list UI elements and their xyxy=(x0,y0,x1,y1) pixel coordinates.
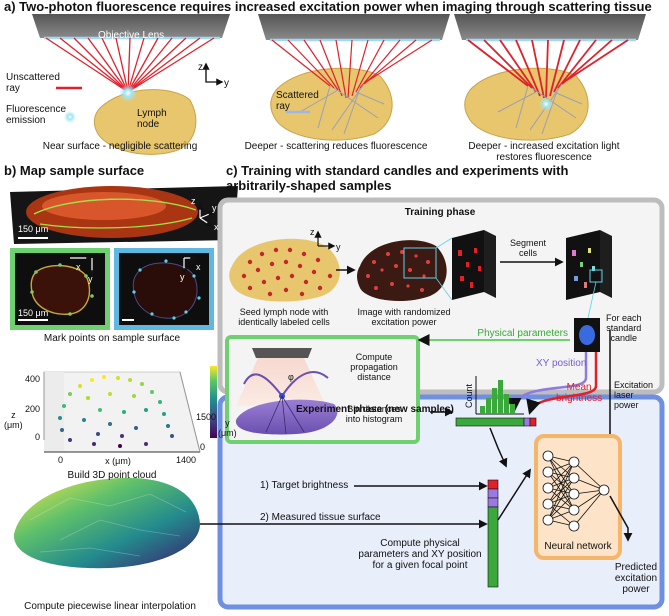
objective-lens xyxy=(32,14,230,38)
scale-bar-label-1: 150 μm xyxy=(18,224,49,234)
slice-axis-y-1: y xyxy=(88,274,93,284)
arrow-mean-brightness xyxy=(526,352,598,415)
axis-y-label: y xyxy=(224,78,229,89)
panel-a-scene-3 xyxy=(454,14,646,141)
panel-a-title: a) Two-photon fluorescence requires incr… xyxy=(4,0,652,14)
fluorescence-label: Fluorescence emission xyxy=(6,104,67,127)
count-label: Count xyxy=(464,383,474,408)
axis-z-label: z xyxy=(198,62,203,73)
legend-glow xyxy=(64,111,76,123)
focal-glow xyxy=(119,84,137,102)
standard-candle-label: For each standard candle xyxy=(606,313,642,344)
experiment-feature-vector xyxy=(487,479,499,588)
unscattered-label: Unscattered ray xyxy=(6,72,60,95)
slice-axis-x-1: x xyxy=(76,262,81,272)
point-cloud-plot xyxy=(43,366,217,453)
scale-bar-label-2: 150 μm xyxy=(18,308,49,318)
plot-x-label: x (μm) xyxy=(105,456,131,466)
mark-points-caption: Mark points on sample surface xyxy=(43,333,181,344)
physical-params-label: Physical parameters xyxy=(477,328,568,339)
unscattered-rays xyxy=(45,37,215,93)
render-axis-z: z xyxy=(191,196,196,206)
propagation-diagram xyxy=(235,348,338,435)
panel-a-scene-1 xyxy=(32,14,230,155)
slice-axes xyxy=(70,254,198,278)
caption-scene-2: Deeper - scattering reduces fluorescence xyxy=(244,141,428,152)
arrow-vector-to-nn xyxy=(489,427,508,468)
predicted-power-label: Predicted excitation power xyxy=(614,562,658,596)
plot-z-label: z (μm) xyxy=(4,410,23,431)
arrow-exp-to-nn xyxy=(497,468,531,521)
panel-b-title: b) Map sample surface xyxy=(4,163,145,178)
y-tick-1500: 1500 xyxy=(196,412,217,422)
histogram xyxy=(475,376,524,415)
seeded-lymph-node xyxy=(229,238,340,302)
z-tick-0: 0 xyxy=(34,432,40,442)
nn-graph xyxy=(542,450,610,532)
image-caption: Image with randomized excitation power xyxy=(357,307,451,328)
arrow-prediction xyxy=(609,495,633,542)
volume-block-2 xyxy=(566,230,612,300)
feature-vector-row xyxy=(455,417,537,427)
panel-c-title: c) Training with standard candles and ex… xyxy=(226,163,569,193)
phi-label: φ xyxy=(288,372,294,382)
x-tick-1400: 1400 xyxy=(176,455,197,465)
imaged-node xyxy=(357,240,447,302)
segment-label: Segment cells xyxy=(509,238,547,259)
scattered-label: Scattered ray xyxy=(276,90,319,113)
compute-physical-label: Compute physical parameters and XY posit… xyxy=(358,538,482,572)
caption-scene-1: Near surface - negligible scattering xyxy=(42,141,198,152)
neural-network-label: Neural network xyxy=(544,541,612,552)
training-phase-title: Training phase xyxy=(404,207,476,218)
seed-caption: Seed lymph node with identically labeled… xyxy=(238,307,330,328)
lymph-node-label: Lymph node xyxy=(137,108,167,131)
standard-candle-cell xyxy=(574,318,600,352)
render-axis-y: y xyxy=(212,203,217,213)
z-tick-400: 400 xyxy=(24,374,40,384)
lymph-node-shape xyxy=(93,89,197,155)
y-tick-0: 0 xyxy=(200,442,206,452)
x-tick-0: 0 xyxy=(58,455,64,465)
cloud-points xyxy=(58,375,174,448)
experiment-phase-title: Experiment phase (new samples) xyxy=(296,404,454,415)
cloud-caption: Build 3D point cloud xyxy=(67,470,157,481)
interp-caption: Compute piecewise linear interpolation xyxy=(24,601,196,612)
plot-y-label: y (μm) xyxy=(218,418,237,439)
target-brightness-label: 1) Target brightness xyxy=(260,480,349,491)
measured-surface-label: 2) Measured tissue surface xyxy=(260,512,381,523)
render-axis-x: x xyxy=(214,222,219,232)
arrow-xy-position xyxy=(506,352,588,413)
axis-zy-a xyxy=(202,62,224,86)
interpolated-surface xyxy=(13,477,201,569)
seed-axis-y: y xyxy=(336,242,341,252)
caption-scene-3: Deeper - increased excitation light rest… xyxy=(468,141,620,164)
xy-position-label: XY position xyxy=(536,358,587,369)
z-tick-200: 200 xyxy=(24,404,40,414)
seed-axis-z: z xyxy=(310,227,315,237)
panel-b-3d-render xyxy=(10,186,238,244)
mean-brightness-label: Mean brightness xyxy=(556,382,603,405)
slice-axis-y-2: y xyxy=(180,272,185,282)
volume-block-1 xyxy=(452,230,496,300)
objective-label: Objective Lens xyxy=(98,30,165,41)
bin-dist-label: Bin distances into histogram xyxy=(345,404,403,425)
excitation-laser-label: Excitation laser power xyxy=(614,380,654,411)
slice-axis-x-2: x xyxy=(196,262,201,272)
panel-b-slice-blue xyxy=(114,248,214,330)
axis-zy-c xyxy=(314,230,336,250)
panel-a-scene-2 xyxy=(258,14,450,141)
compute-prop-label: Compute propagation distance xyxy=(350,352,398,383)
panel-b-slice-green xyxy=(10,248,110,330)
